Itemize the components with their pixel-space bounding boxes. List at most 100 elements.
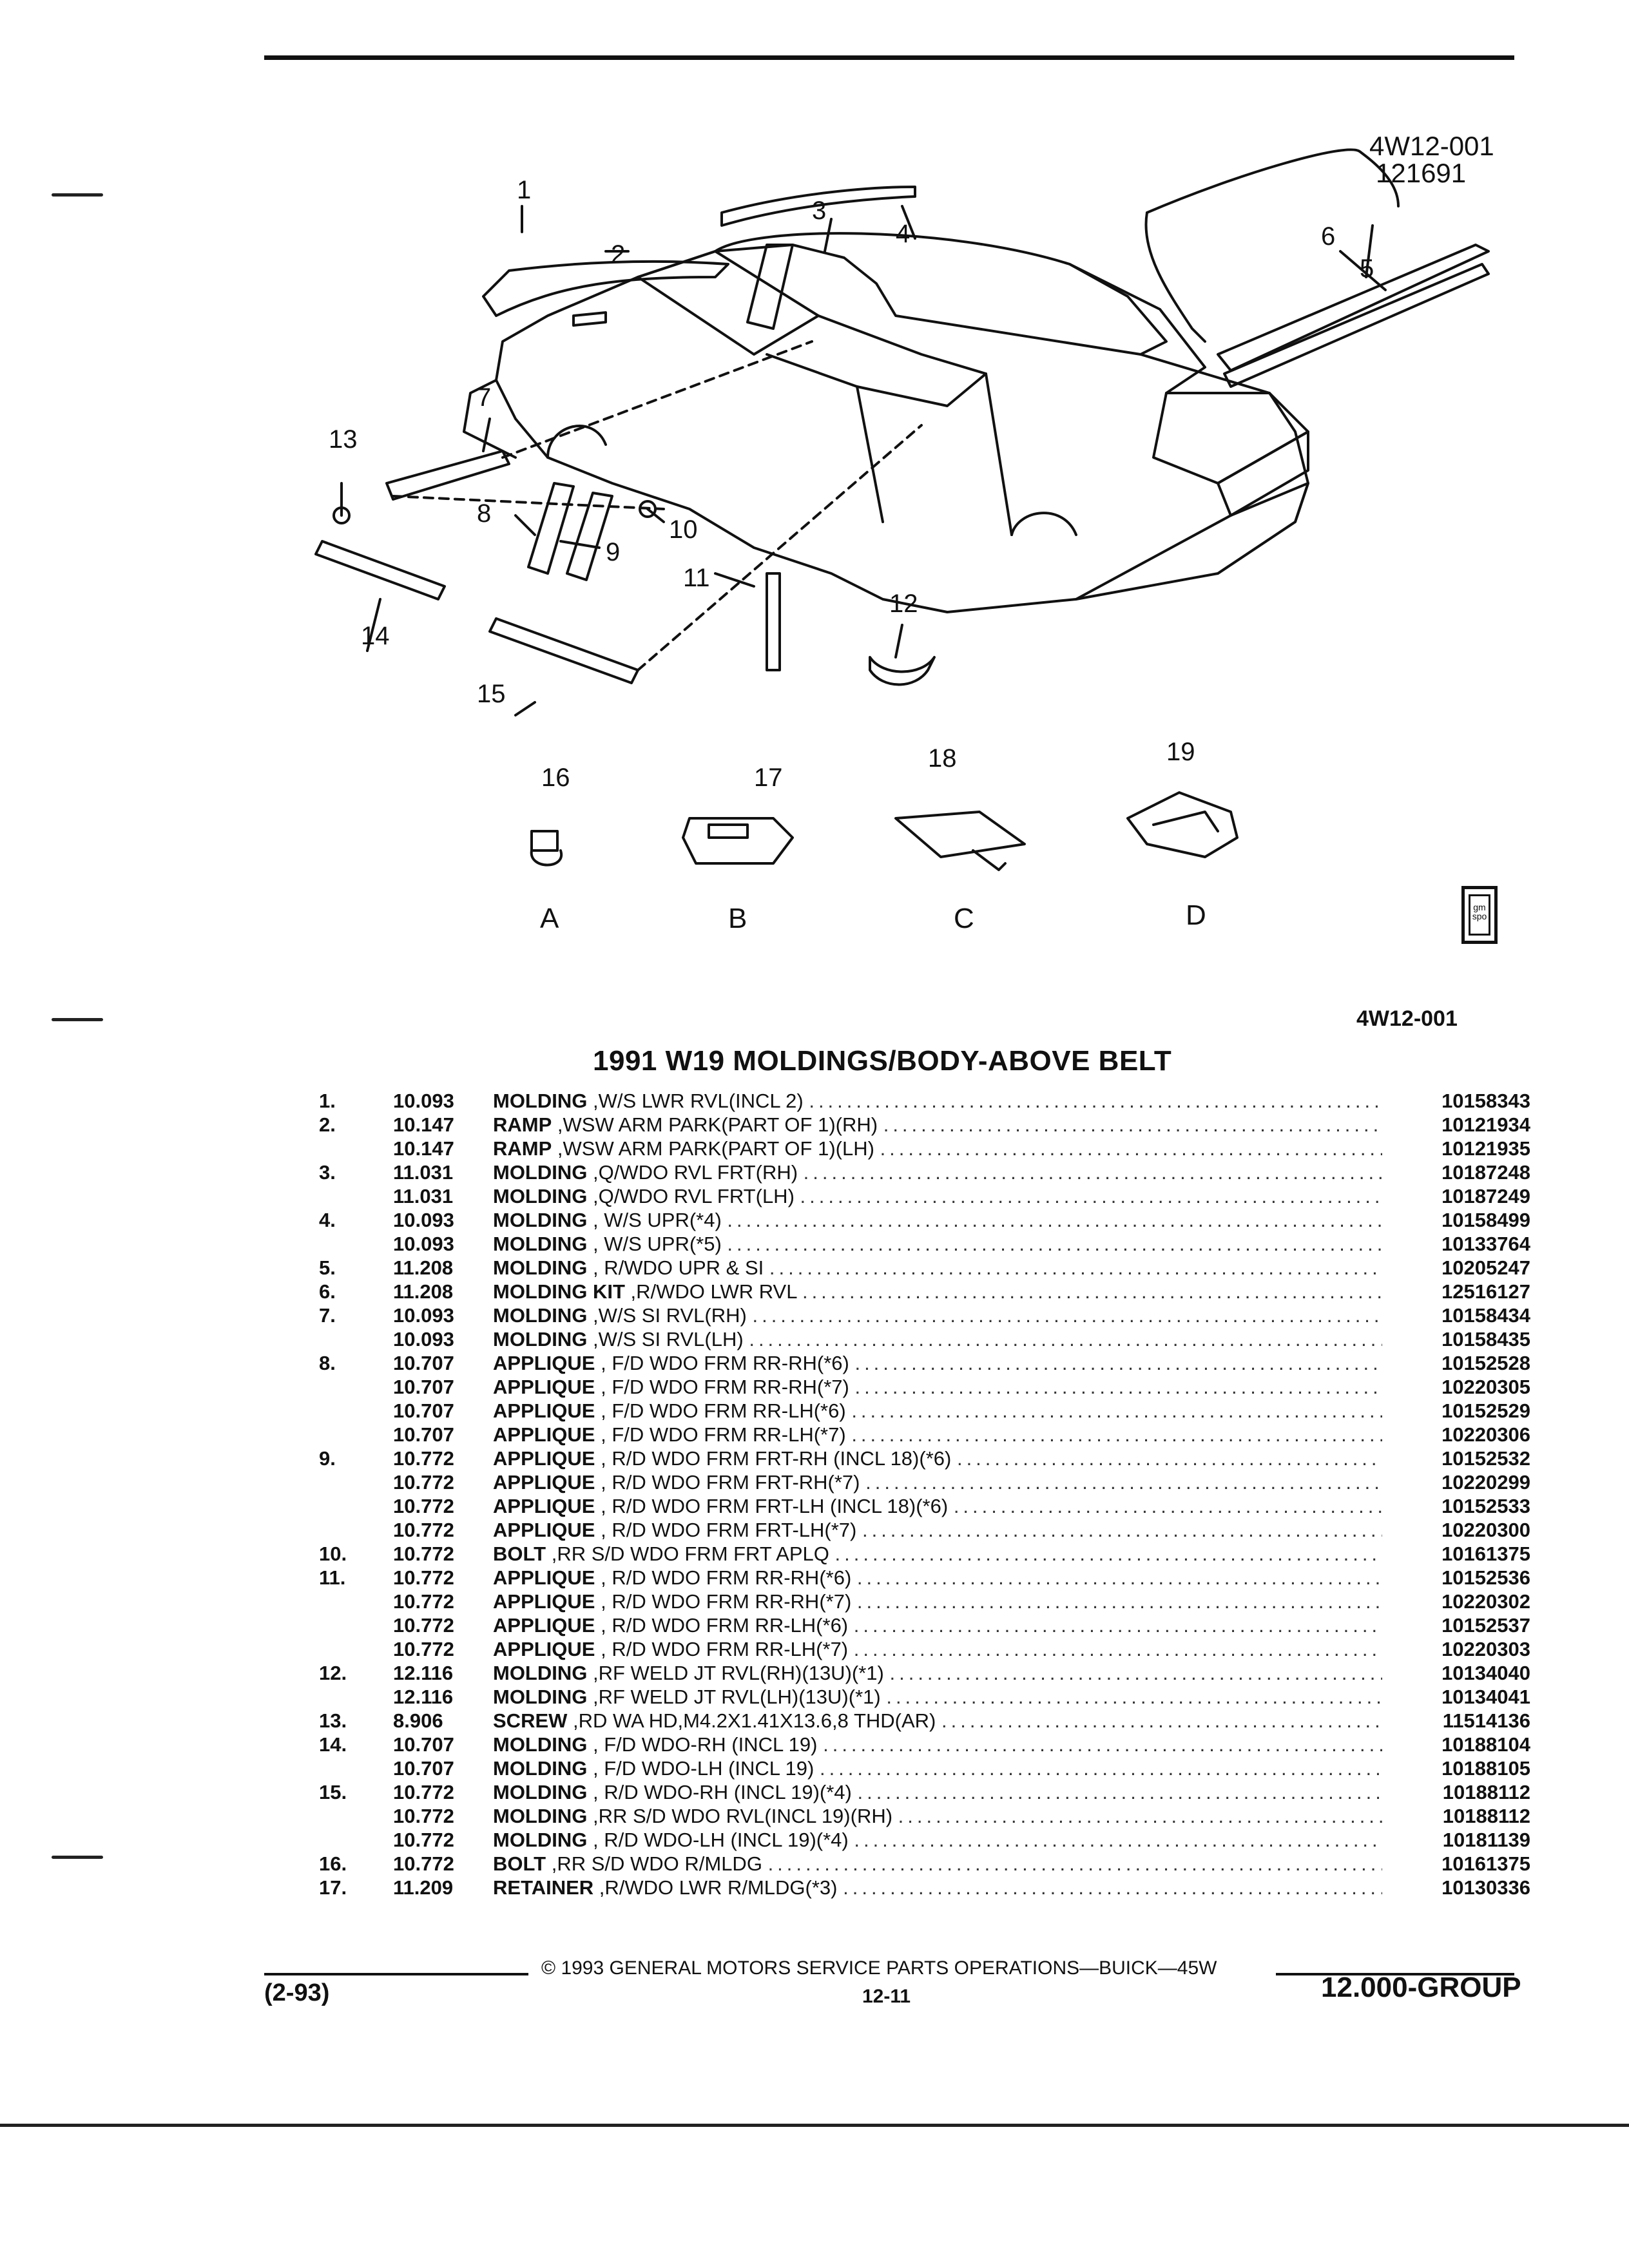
part-description: RAMP ,WSW ARM PARK(PART OF 1)(LH) ......…	[493, 1137, 1382, 1160]
leader-dots: ........................................…	[889, 1662, 1382, 1684]
part-number: 10158434	[1441, 1304, 1530, 1327]
item-number: 8.	[319, 1352, 336, 1374]
part-name: MOLDING	[493, 1686, 588, 1708]
illustration-code: 10.707	[393, 1376, 454, 1398]
leader-dots: ........................................…	[853, 1638, 1382, 1660]
copyright: © 1993 GENERAL MOTORS SERVICE PARTS OPER…	[541, 1957, 1217, 1979]
callout-1: 1	[517, 176, 531, 204]
detail-17-retainer	[682, 817, 794, 865]
leader-dots: ........................................…	[819, 1757, 1382, 1780]
part-number: 10152536	[1441, 1566, 1530, 1589]
car-side-window	[766, 314, 987, 407]
item-number: 12.	[319, 1662, 347, 1684]
leader-dots: ........................................…	[941, 1709, 1382, 1732]
leader-dots: ........................................…	[752, 1304, 1382, 1327]
part-detail: , R/D WDO-LH (INCL 19)(*4)	[593, 1829, 849, 1851]
part-description: APPLIQUE , F/D WDO FRM RR-RH(*7) .......…	[493, 1375, 1382, 1399]
illustration-code: 12.116	[393, 1662, 454, 1684]
part-description: APPLIQUE , R/D WDO FRM RR-LH(*7) .......…	[493, 1637, 1382, 1661]
callout-18: 18	[928, 744, 957, 773]
part-description: MOLDING , F/D WDO-RH (INCL 19) .........…	[493, 1733, 1382, 1756]
callout-6: 6	[1321, 222, 1335, 251]
part-detail: , R/D WDO-RH (INCL 19)(*4)	[593, 1781, 852, 1803]
part-number: 10187248	[1441, 1161, 1530, 1184]
part-description: MOLDING ,Q/WDO RVL FRT(RH) .............…	[493, 1160, 1382, 1184]
part-number: 10220305	[1441, 1376, 1530, 1398]
detail-letter-a: A	[540, 903, 559, 934]
part-name: APPLIQUE	[493, 1590, 595, 1613]
part-number: 10181139	[1442, 1829, 1530, 1851]
part-name: RAMP	[493, 1137, 552, 1160]
date-code: (2-93)	[264, 1979, 330, 2006]
part-description: MOLDING ,Q/WDO RVL FRT(LH) .............…	[493, 1184, 1382, 1208]
leader-dots: ........................................…	[854, 1352, 1382, 1374]
part-name: APPLIQUE	[493, 1471, 595, 1494]
part-detail: ,W/S SI RVL(RH)	[593, 1304, 747, 1327]
illustration-code: 10.707	[393, 1757, 454, 1780]
part-name: MOLDING	[493, 1185, 588, 1207]
part-number: 10121934	[1441, 1113, 1530, 1136]
leader-dots: ........................................…	[886, 1686, 1382, 1708]
part-detail: ,W/S LWR RVL(INCL 2)	[593, 1090, 804, 1112]
part-number: 10134040	[1441, 1662, 1530, 1684]
part-detail: , R/D WDO FRM FRT-LH (INCL 18)(*6)	[601, 1495, 949, 1517]
illustration-code: 10.772	[393, 1638, 454, 1660]
illustration-code: 10.772	[393, 1614, 454, 1637]
part-description: APPLIQUE , R/D WDO FRM RR-LH(*6) .......…	[493, 1613, 1382, 1637]
leader-dots: ........................................…	[854, 1376, 1382, 1398]
part-name: MOLDING	[493, 1781, 588, 1803]
part-number: 10152529	[1441, 1399, 1530, 1422]
illustration-code: 8.906	[393, 1709, 443, 1732]
car-bumper	[1075, 482, 1309, 601]
part-description: APPLIQUE , R/D WDO FRM FRT-RH(*7) ......…	[493, 1470, 1382, 1494]
part-number: 10205247	[1441, 1256, 1530, 1279]
part-14-molding	[314, 540, 446, 601]
part-description: MOLDING ,W/S LWR RVL(INCL 2) ...........…	[493, 1089, 1382, 1113]
illustration-code: 10.772	[393, 1542, 454, 1565]
part-name: APPLIQUE	[493, 1447, 595, 1470]
illustration-code: 10.772	[393, 1852, 454, 1875]
item-number: 17.	[319, 1876, 347, 1899]
part-name: MOLDING	[493, 1805, 588, 1827]
leader-dots: ........................................…	[727, 1209, 1382, 1231]
detail-letter-b: B	[728, 903, 747, 934]
callout-3: 3	[812, 197, 826, 225]
part-description: APPLIQUE , F/D WDO FRM RR-LH(*7) .......…	[493, 1423, 1382, 1446]
item-number: 10.	[319, 1542, 347, 1565]
part-detail: , F/D WDO FRM RR-RH(*7)	[601, 1376, 849, 1398]
callout-13: 13	[329, 425, 358, 454]
part-8-applique	[527, 482, 575, 575]
part-description: APPLIQUE , R/D WDO FRM FRT-RH (INCL 18)(…	[493, 1446, 1382, 1470]
gm-spo-logo: gm spo	[1461, 886, 1498, 944]
part-description: BOLT ,RR S/D WDO R/MLDG ................…	[493, 1852, 1382, 1876]
punch-mark	[52, 193, 103, 197]
item-number: 4.	[319, 1209, 336, 1231]
part-detail: , R/D WDO FRM FRT-RH(*7)	[601, 1471, 860, 1494]
part-name: MOLDING	[493, 1328, 588, 1350]
detail-16-bolt	[530, 830, 563, 867]
part-description: MOLDING , R/WDO UPR & SI ...............…	[493, 1256, 1382, 1280]
part-detail: ,RR S/D WDO R/MLDG	[551, 1852, 762, 1875]
illustration-code: 11.208	[393, 1256, 454, 1279]
part-name: MOLDING	[493, 1090, 588, 1112]
part-detail: , R/WDO UPR & SI	[593, 1256, 764, 1279]
part-detail: , R/D WDO FRM RR-LH(*6)	[601, 1614, 849, 1637]
part-number: 12516127	[1441, 1280, 1530, 1303]
leader-dots: ........................................…	[803, 1161, 1382, 1184]
part-description: APPLIQUE , R/D WDO FRM FRT-LH (INCL 18)(…	[493, 1494, 1382, 1518]
item-number: 14.	[319, 1733, 347, 1756]
illustration-code: 10.772	[393, 1829, 454, 1851]
part-number: 10133764	[1441, 1233, 1530, 1255]
part-name: MOLDING	[493, 1829, 588, 1851]
callout-15: 15	[477, 680, 506, 708]
